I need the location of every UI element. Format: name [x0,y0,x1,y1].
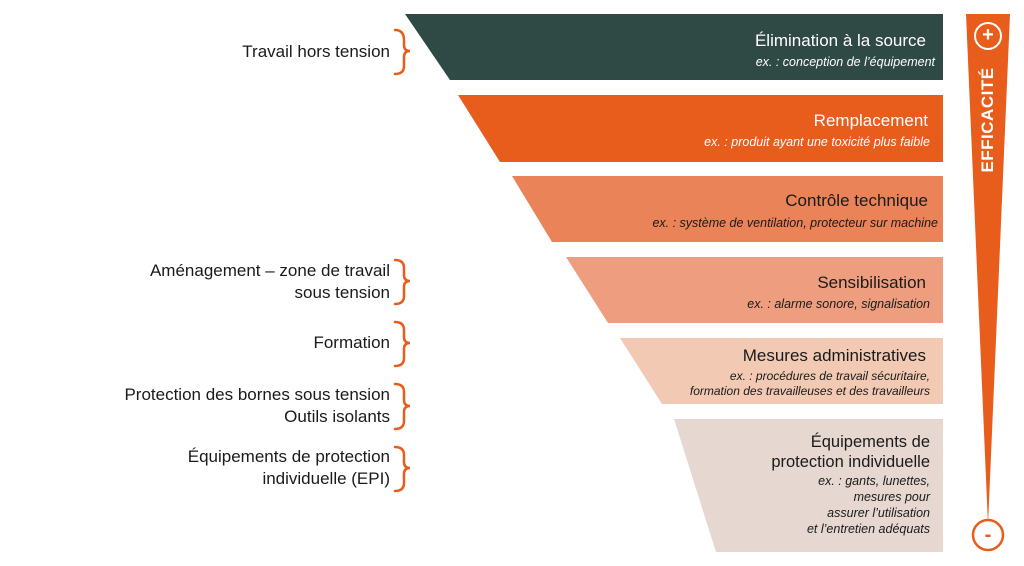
tier-2-text: Remplacement [814,110,928,131]
tier-4-band [566,257,943,323]
tier-6-title-line1: Équipements de [810,433,930,451]
left-label-2: Aménagement – zone de travail sous tensi… [150,260,390,304]
brace-3 [393,320,411,368]
tier-1-band [405,14,943,80]
plus-sign: + [982,24,994,46]
plus-circle [974,22,1002,50]
minus-sign: - [984,524,992,546]
tier-3-example-wrap: ex. : système de ventilation, protecteur… [652,213,938,231]
tier-4-example: ex. : alarme sonore, signalisation [747,297,930,311]
tier-2-example-wrap: ex. : produit ayant une toxicité plus fa… [704,132,930,150]
left-label-3-line1: Formation [313,333,390,352]
tier-2-title: Remplacement [813,111,928,130]
left-label-2-line2: sous tension [294,283,390,302]
tier-4-example-wrap: ex. : alarme sonore, signalisation [747,294,930,312]
tier-2-example: ex. : produit ayant une toxicité plus fa… [704,135,930,149]
tier-1-example-wrap: ex. : conception de l’équipement [756,52,935,70]
tier-6-example-line1: ex. : gants, lunettes, [818,474,930,488]
tier-5-example-line1: ex. : procédures de travail sécuritaire, [729,369,930,383]
brace-2 [393,258,411,306]
left-label-3: Formation [313,332,390,354]
tier-1-text: Élimination à la source [755,30,926,51]
tier-3-band [512,176,943,242]
tier-6-example-line4: et l’entretien adéquats [806,522,930,536]
left-label-4: Protection des bornes sous tension Outil… [124,384,390,428]
tier-1-title: Élimination à la source [754,31,926,50]
tier-6-example-line2: mesures pour [853,490,930,504]
tier-4-text: Sensibilisation [817,272,926,293]
tier-5-title: Mesures administratives [742,346,926,365]
brace-1 [393,28,411,76]
tier-5-band [620,338,943,404]
tier-6-example-line3: assurer l’utilisation [827,506,930,520]
tier-6-example-wrap: ex. : gants, lunettes, mesures pour assu… [807,473,930,537]
tier-4-title: Sensibilisation [817,273,926,292]
tier-5-text: Mesures administratives [743,345,926,366]
brace-4 [393,382,411,431]
left-label-5: Équipements de protection individuelle (… [188,446,390,490]
tier-1-example: ex. : conception de l’équipement [755,55,935,69]
tier-3-text: Contrôle technique [785,190,928,211]
left-label-5-line1: Équipements de protection [187,447,390,466]
tier-2-band [458,95,943,162]
left-label-2-line1: Aménagement – zone de travail [149,261,390,280]
tier-3-example: ex. : système de ventilation, protecteur… [652,216,938,230]
tier-5-example-line2: formation des travailleuses et des trava… [689,384,930,398]
tier-3-title: Contrôle technique [785,191,928,210]
efficacy-text: EFFICACITÉ [978,67,997,173]
left-label-1-line1: Travail hors tension [242,42,390,61]
brace-5 [393,445,411,493]
tier-6-band [674,419,943,552]
efficacy-wedge [966,14,1010,525]
tier-6-text: Équipements de protection individuelle [771,432,930,472]
left-label-5-line2: individuelle (EPI) [262,469,390,488]
left-label-4-line2: Outils isolants [284,407,390,426]
tier-6-title-line2: protection individuelle [771,453,930,471]
left-label-4-line1: Protection des bornes sous tension [124,385,390,404]
tier-5-example-wrap: ex. : procédures de travail sécuritaire,… [690,369,930,399]
left-label-1: Travail hors tension [242,41,390,63]
minus-circle [971,518,1005,552]
